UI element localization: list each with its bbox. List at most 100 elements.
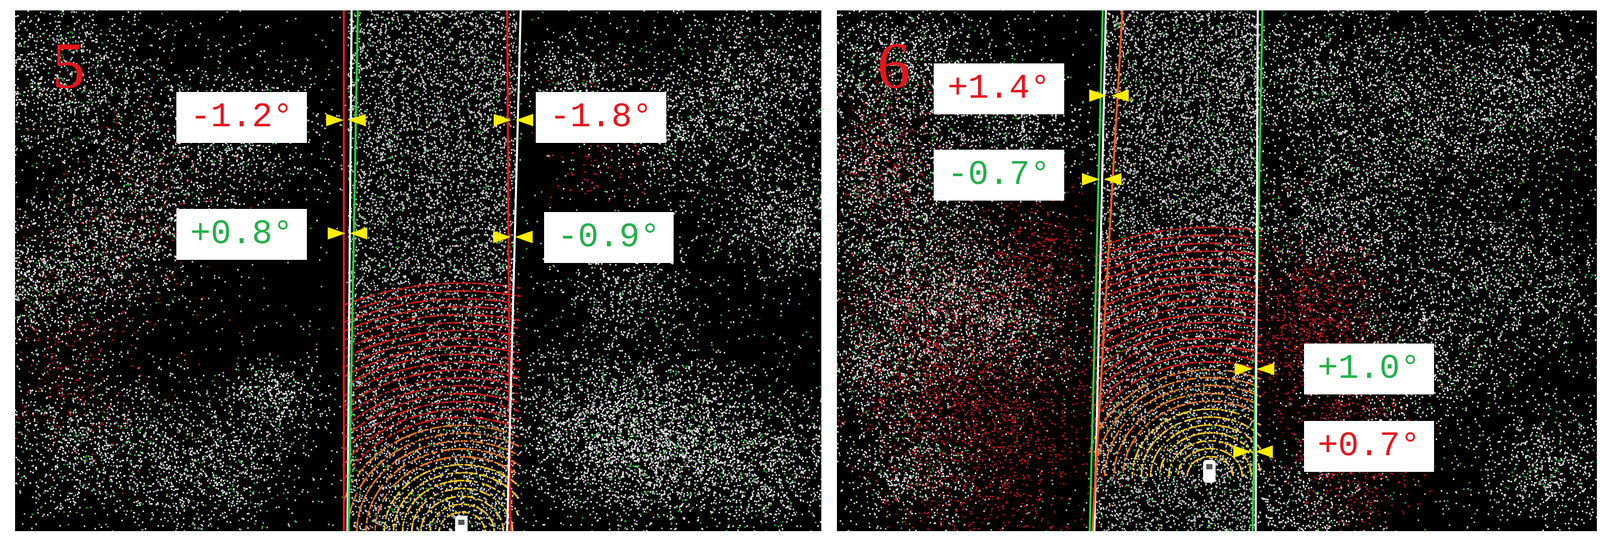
- lidar-point: [813, 450, 816, 453]
- lidar-point: [114, 434, 116, 436]
- lidar-point: [5, 52, 8, 54]
- lidar-point: [706, 479, 708, 482]
- lidar-point: [59, 108, 62, 111]
- lidar-point: [231, 485, 234, 488]
- lidar-point: [68, 330, 71, 333]
- lidar-point: [207, 514, 210, 517]
- lidar-point: [176, 182, 179, 184]
- lidar-point: [596, 11, 598, 14]
- lidar-point: [321, 150, 324, 153]
- lidar-point: [6, 108, 9, 110]
- lidar-point: [730, 175, 733, 178]
- lidar-point: [17, 87, 19, 89]
- lidar-point: [467, 332, 469, 335]
- lidar-point: [100, 33, 102, 35]
- lidar-point: [489, 160, 492, 163]
- lidar-point: [147, 292, 149, 294]
- lidar-point: [487, 489, 490, 492]
- lidar-point: [649, 79, 651, 82]
- lidar-point: [584, 16, 587, 18]
- lidar-point: [484, 34, 487, 36]
- lidar-point: [207, 48, 210, 50]
- lidar-point: [121, 488, 124, 490]
- lidar-point: [30, 199, 33, 202]
- lidar-point: [247, 520, 250, 522]
- lidar-point: [590, 263, 592, 266]
- lidar-point: [85, 61, 88, 64]
- lidar-point: [288, 168, 291, 171]
- lidar-point: [326, 201, 329, 203]
- lidar-point: [605, 33, 608, 36]
- lidar-point: [107, 40, 109, 42]
- lidar-point: [36, 31, 38, 34]
- lidar-point: [48, 34, 51, 37]
- lidar-point: [762, 96, 765, 98]
- lidar-point: [723, 279, 725, 281]
- lidar-point: [464, 490, 467, 493]
- lidar-point: [289, 361, 292, 364]
- lidar-point: [705, 23, 707, 26]
- lidar-point: [753, 526, 755, 529]
- lidar-point: [28, 66, 30, 69]
- lidar-point: [478, 278, 480, 281]
- lidar-point: [819, 130, 821, 133]
- lidar-point: [155, 490, 158, 493]
- lidar-point: [557, 358, 559, 360]
- lidar-point: [160, 358, 162, 361]
- lidar-point: [47, 87, 49, 89]
- lidar-point: [239, 166, 241, 169]
- lidar-point: [101, 84, 103, 86]
- lidar-point: [714, 472, 716, 475]
- lidar-point: [207, 39, 210, 41]
- lidar-point: [592, 81, 595, 83]
- lidar-point: [476, 177, 479, 180]
- lidar-point: [779, 225, 782, 228]
- lidar-point: [681, 324, 684, 326]
- lidar-point: [720, 322, 722, 325]
- lidar-point: [14, 94, 16, 97]
- lidar-point: [321, 39, 324, 42]
- lidar-point: [762, 306, 764, 309]
- lidar-point: [304, 86, 307, 88]
- lidar-point: [695, 182, 698, 184]
- lidar-point: [36, 509, 39, 511]
- lidar-point: [494, 441, 497, 443]
- lidar-point: [549, 508, 552, 511]
- lidar-point: [391, 110, 394, 112]
- lidar-point: [746, 336, 749, 338]
- lidar-point: [45, 93, 47, 96]
- lidar-point: [439, 389, 441, 391]
- lidar-point: [59, 21, 61, 23]
- lidar-point: [619, 481, 622, 483]
- lidar-point: [255, 326, 257, 329]
- lidar-point: [108, 0, 110, 2]
- lidar-point: [123, 445, 126, 447]
- lidar-point: [127, 93, 130, 95]
- lidar-point: [86, 104, 89, 107]
- lidar-point: [8, 92, 10, 94]
- lidar-point: [376, 248, 378, 250]
- lidar-point: [112, 1, 114, 3]
- lidar-point: [264, 60, 266, 63]
- lidar-point: [47, 108, 49, 110]
- lidar-point: [181, 526, 183, 529]
- lidar-point: [27, 145, 30, 148]
- lidar-point: [209, 406, 211, 409]
- lidar-point: [668, 59, 671, 61]
- lidar-point: [669, 277, 672, 279]
- lidar-point: [549, 207, 551, 209]
- lidar-point: [182, 440, 185, 443]
- lidar-point: [94, 513, 97, 515]
- lidar-point: [35, 207, 38, 209]
- lidar-point: [272, 170, 274, 172]
- lidar-point: [16, 411, 18, 414]
- lidar-point: [638, 513, 640, 516]
- lidar-point: [414, 362, 417, 364]
- lidar-point: [235, 76, 237, 79]
- lidar-point: [649, 146, 651, 149]
- lidar-point: [121, 135, 124, 137]
- lidar-point: [20, 45, 22, 47]
- lidar-point: [119, 353, 121, 356]
- lidar-point: [93, 40, 95, 42]
- lidar-point: [587, 27, 590, 29]
